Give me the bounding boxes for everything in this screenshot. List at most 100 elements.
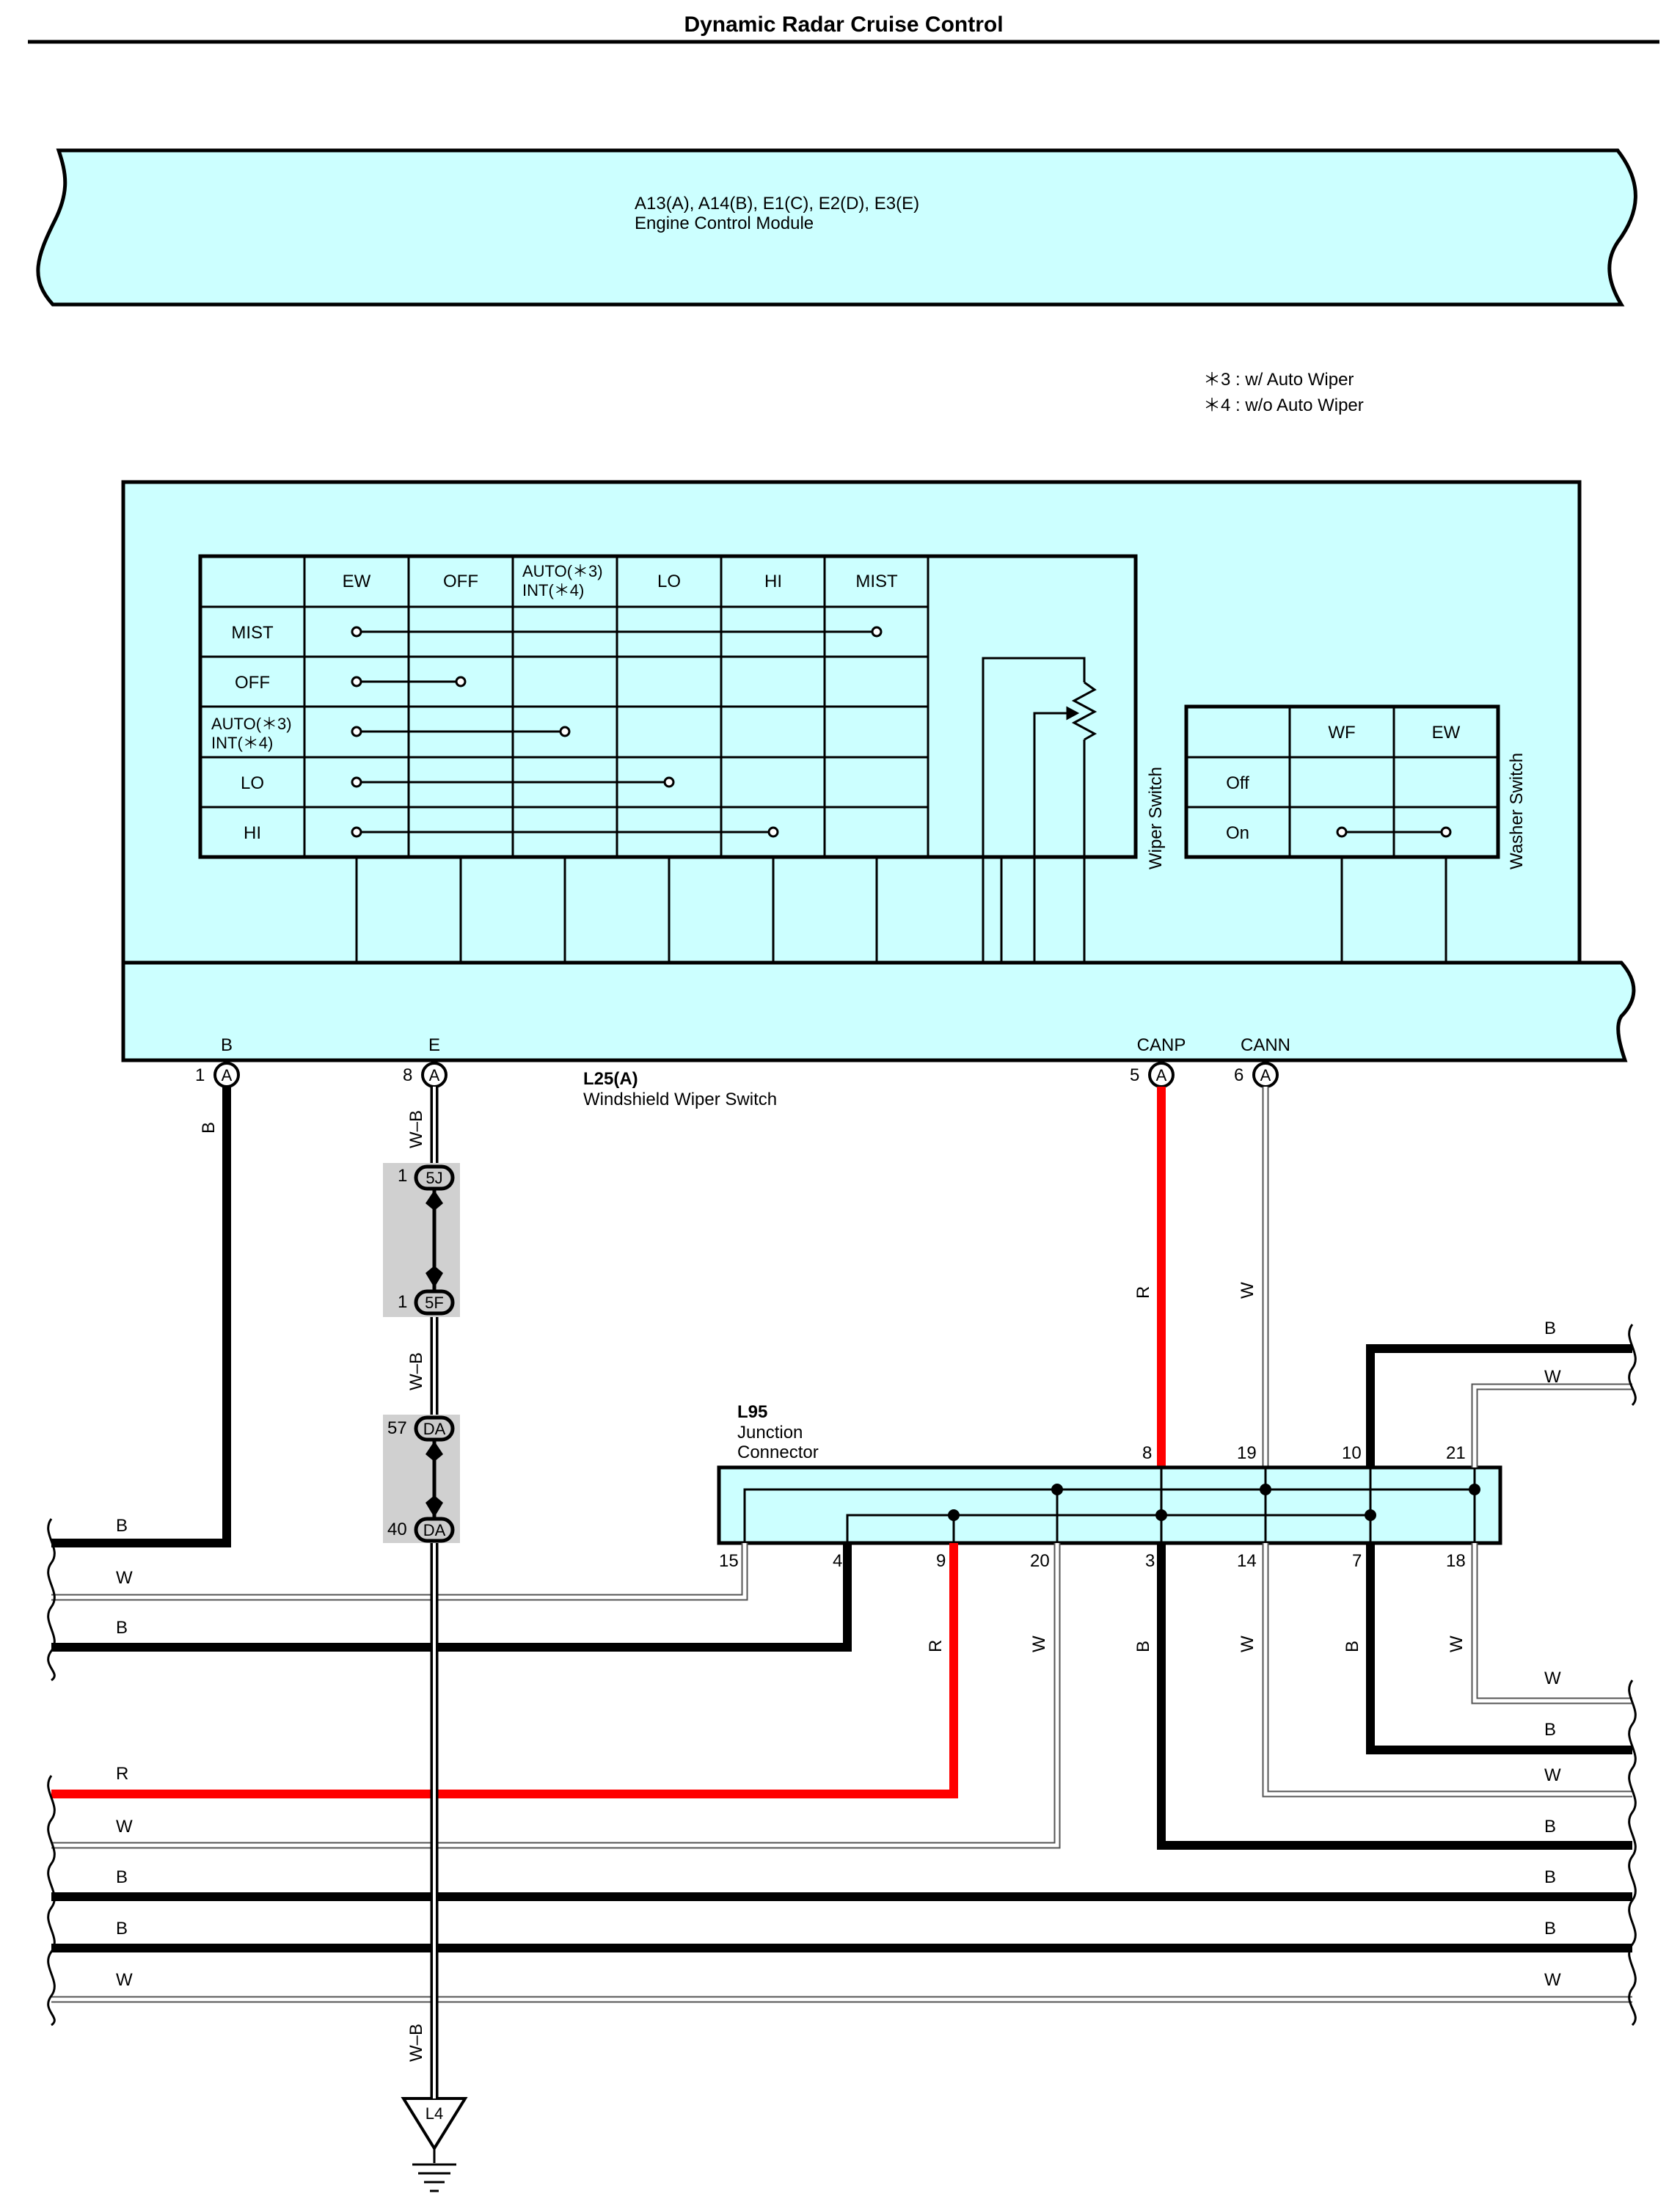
svg-text:W: W bbox=[1544, 1367, 1561, 1387]
svg-text:B: B bbox=[116, 1618, 128, 1638]
svg-text:B: B bbox=[116, 1516, 128, 1536]
page-title: Dynamic Radar Cruise Control bbox=[684, 12, 1003, 37]
svg-text:W: W bbox=[1029, 1635, 1049, 1652]
wire-r-canp: R bbox=[1133, 1087, 1166, 1467]
svg-text:DA: DA bbox=[423, 1420, 446, 1438]
wire-w-pin-14-right: W W bbox=[1238, 1543, 1632, 1798]
svg-text:B: B bbox=[1544, 1319, 1556, 1338]
washer-terminal-drops bbox=[1340, 857, 1447, 963]
svg-text:L4: L4 bbox=[426, 2104, 443, 2123]
terminal-name-b: B bbox=[221, 1035, 233, 1055]
ecm-module-box bbox=[36, 148, 1637, 307]
wiper-col-int: INT(＊4) bbox=[522, 581, 584, 599]
wire-b-pass-2: B B bbox=[51, 1919, 1632, 1952]
wiper-col-hi: HI bbox=[764, 572, 782, 591]
svg-text:5: 5 bbox=[1130, 1065, 1139, 1085]
jc-bottom-pin-18: 18 bbox=[1446, 1551, 1466, 1571]
switch-connector-strip bbox=[121, 960, 1636, 1062]
jc-name-2: Connector bbox=[737, 1443, 819, 1462]
jc-bottom-pin-9: 9 bbox=[936, 1551, 946, 1571]
junction-5f: 1 5F bbox=[398, 1289, 455, 1316]
switch-connector-name: Windshield Wiper Switch bbox=[583, 1090, 777, 1109]
jc-bottom-pin-15: 15 bbox=[719, 1551, 739, 1571]
svg-text:DA: DA bbox=[423, 1521, 446, 1539]
switch-pin-e: 8 A bbox=[403, 1062, 448, 1088]
svg-text:W–B: W–B bbox=[406, 1110, 426, 1148]
svg-text:B: B bbox=[116, 1867, 128, 1887]
svg-text:W–B: W–B bbox=[406, 2024, 426, 2062]
svg-text:A: A bbox=[1156, 1066, 1167, 1084]
wiper-col-auto: AUTO(＊3) bbox=[522, 562, 603, 580]
wiper-row-auto: AUTO(＊3) bbox=[211, 715, 292, 733]
svg-text:W: W bbox=[116, 1568, 133, 1588]
jc-name-1: Junction bbox=[737, 1423, 803, 1443]
jc-top-pin-21: 21 bbox=[1446, 1443, 1466, 1463]
wire-b-pin-3-right: B B bbox=[1133, 1543, 1632, 1850]
note-no-auto-wiper: ＊4 : w/o Auto Wiper bbox=[1203, 395, 1364, 415]
svg-text:W: W bbox=[1544, 1669, 1561, 1688]
svg-text:1: 1 bbox=[195, 1065, 205, 1085]
washer-row-on: On bbox=[1226, 823, 1249, 843]
wire-w-pin-18-right: W W bbox=[1447, 1543, 1632, 1704]
svg-text:5F: 5F bbox=[425, 1294, 444, 1312]
wiper-col-mist: MIST bbox=[855, 572, 898, 591]
note-auto-wiper: ＊3 : w/ Auto Wiper bbox=[1203, 370, 1354, 390]
jc-bottom-pin-7: 7 bbox=[1352, 1551, 1362, 1571]
washer-continuity-bar bbox=[1336, 826, 1452, 838]
wire-w-pin-20-left: W W bbox=[51, 1543, 1061, 1849]
washer-col-ew: EW bbox=[1432, 723, 1461, 743]
wiper-row-lo: LO bbox=[241, 773, 264, 793]
junction-connector-nodes bbox=[948, 1484, 1480, 1521]
svg-text:5J: 5J bbox=[426, 1169, 442, 1187]
junction-da-57: 57 DA bbox=[387, 1415, 455, 1442]
svg-text:W: W bbox=[1447, 1635, 1467, 1652]
svg-text:B: B bbox=[1544, 1817, 1556, 1837]
svg-text:B: B bbox=[1544, 1919, 1556, 1939]
wire-w-pin-21-right: W bbox=[1471, 1367, 1632, 1467]
ecm-connectors-label: A13(A), A14(B), E1(C), E2(D), E3(E) bbox=[635, 194, 919, 214]
jc-bottom-pin-20: 20 bbox=[1030, 1551, 1050, 1571]
junction-da-40: 40 DA bbox=[387, 1517, 455, 1543]
wire-w-cann: W bbox=[1238, 1087, 1269, 1467]
terminal-name-cann: CANN bbox=[1241, 1035, 1290, 1055]
svg-text:B: B bbox=[1544, 1867, 1556, 1887]
wiper-terminal-drops bbox=[355, 857, 878, 963]
svg-text:B: B bbox=[199, 1122, 219, 1134]
svg-text:R: R bbox=[116, 1764, 128, 1784]
svg-text:W: W bbox=[116, 1970, 133, 1990]
wiper-row-int: INT(＊4) bbox=[211, 734, 273, 752]
wire-b-pass-1: B B bbox=[51, 1867, 1632, 1901]
svg-text:40: 40 bbox=[387, 1520, 407, 1539]
switch-pin-b: 1 A bbox=[195, 1062, 240, 1088]
intermittent-resistor bbox=[982, 657, 1098, 963]
wiper-continuity-bars bbox=[351, 626, 883, 838]
wire-r-pin-9-left: R R bbox=[51, 1543, 958, 1798]
svg-text:8: 8 bbox=[403, 1065, 412, 1085]
svg-text:A: A bbox=[429, 1066, 440, 1084]
wire-w-pin-15-left: W bbox=[51, 1543, 748, 1601]
washer-col-wf: WF bbox=[1328, 723, 1355, 743]
terminal-name-e: E bbox=[428, 1035, 440, 1055]
wire-w-pass-3: W W bbox=[51, 1970, 1632, 2003]
switch-connector-id: L25(A) bbox=[583, 1069, 638, 1089]
junction-5j: 1 5J bbox=[398, 1164, 455, 1191]
junction-connector-box bbox=[717, 1465, 1502, 1545]
svg-text:B: B bbox=[1133, 1641, 1153, 1652]
svg-text:W: W bbox=[116, 1817, 133, 1837]
ground-l4: L4 bbox=[401, 2097, 468, 2192]
jc-id: L95 bbox=[737, 1402, 767, 1422]
jc-top-pin-19: 19 bbox=[1237, 1443, 1257, 1463]
wiper-row-mist: MIST bbox=[231, 623, 274, 643]
washer-row-off: Off bbox=[1226, 773, 1249, 793]
wire-b-terminal-1: B B bbox=[51, 1087, 231, 1547]
svg-text:W: W bbox=[1544, 1970, 1561, 1990]
ecm-name-label: Engine Control Module bbox=[635, 214, 814, 233]
wire-b-pin-4-left: B bbox=[51, 1543, 852, 1652]
wire-b-pin-10-right: B bbox=[1366, 1319, 1632, 1467]
junction-connector-bus bbox=[743, 1467, 1476, 1543]
wiper-col-off: OFF bbox=[443, 572, 478, 591]
svg-text:R: R bbox=[1133, 1286, 1153, 1299]
svg-text:W: W bbox=[1238, 1635, 1257, 1652]
washer-switch-label: Washer Switch bbox=[1507, 753, 1527, 869]
